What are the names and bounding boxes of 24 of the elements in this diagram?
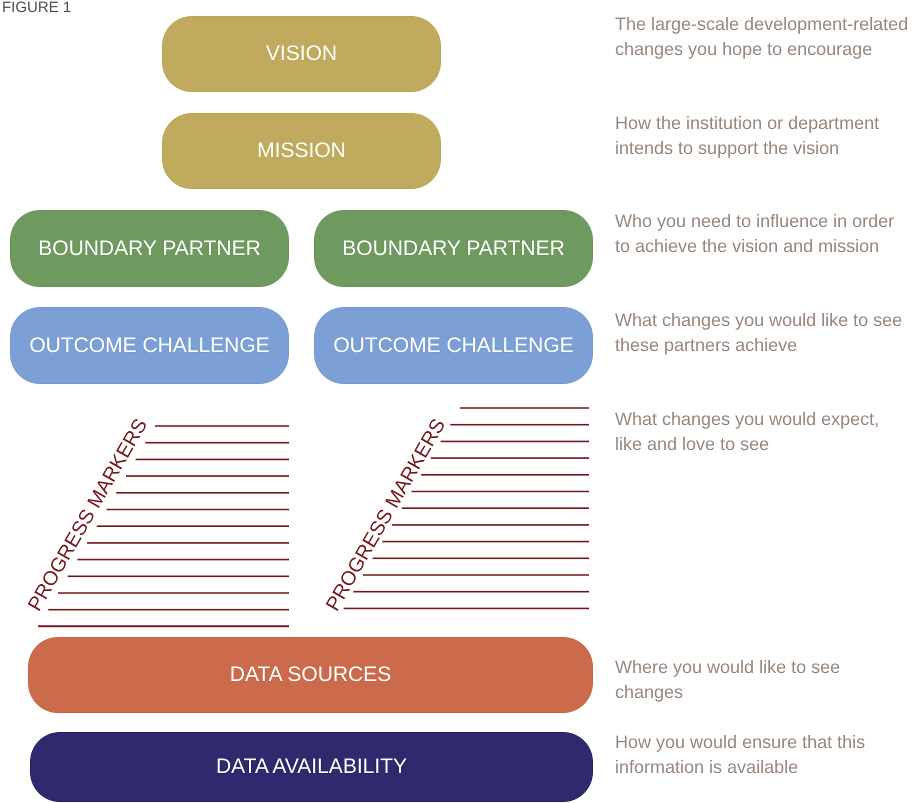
box-label: BOUNDARY PARTNER [38, 236, 261, 262]
rounded-box [10, 307, 289, 384]
rounded-box [28, 637, 593, 713]
description-text: What changes you would expect, like and love to see [615, 408, 880, 456]
rounded-box [314, 307, 593, 384]
description-text: How you would ensure that this information is available [615, 731, 866, 779]
rounded-box [10, 210, 289, 287]
rounded-box [162, 113, 441, 189]
description-text: Where you would like to see changes [615, 656, 842, 704]
box-label: OUTCOME CHALLENGE [29, 332, 270, 359]
description-text: The large-scale development-related changes you hope to encourage [615, 13, 910, 61]
box-label: BOUNDARY PARTNER [342, 236, 565, 262]
rounded-box [162, 16, 441, 92]
description-text: What changes you would like to see these partners achieve [615, 309, 904, 357]
figure-title: FIGURE 1 [2, 0, 72, 16]
description-text: How the institution or department intends to support the vision [615, 112, 880, 160]
box-label: OUTCOME CHALLENGE [333, 332, 574, 359]
box-label: MISSION [257, 138, 346, 164]
rounded-box [30, 732, 593, 802]
box-label: VISION [266, 41, 338, 68]
rounded-box [314, 210, 593, 287]
description-text: Who you need to influence in order to achieve the vision and mission [615, 210, 896, 258]
box-label: DATA AVAILABILITY [216, 754, 408, 780]
box-label: DATA SOURCES [230, 662, 392, 688]
